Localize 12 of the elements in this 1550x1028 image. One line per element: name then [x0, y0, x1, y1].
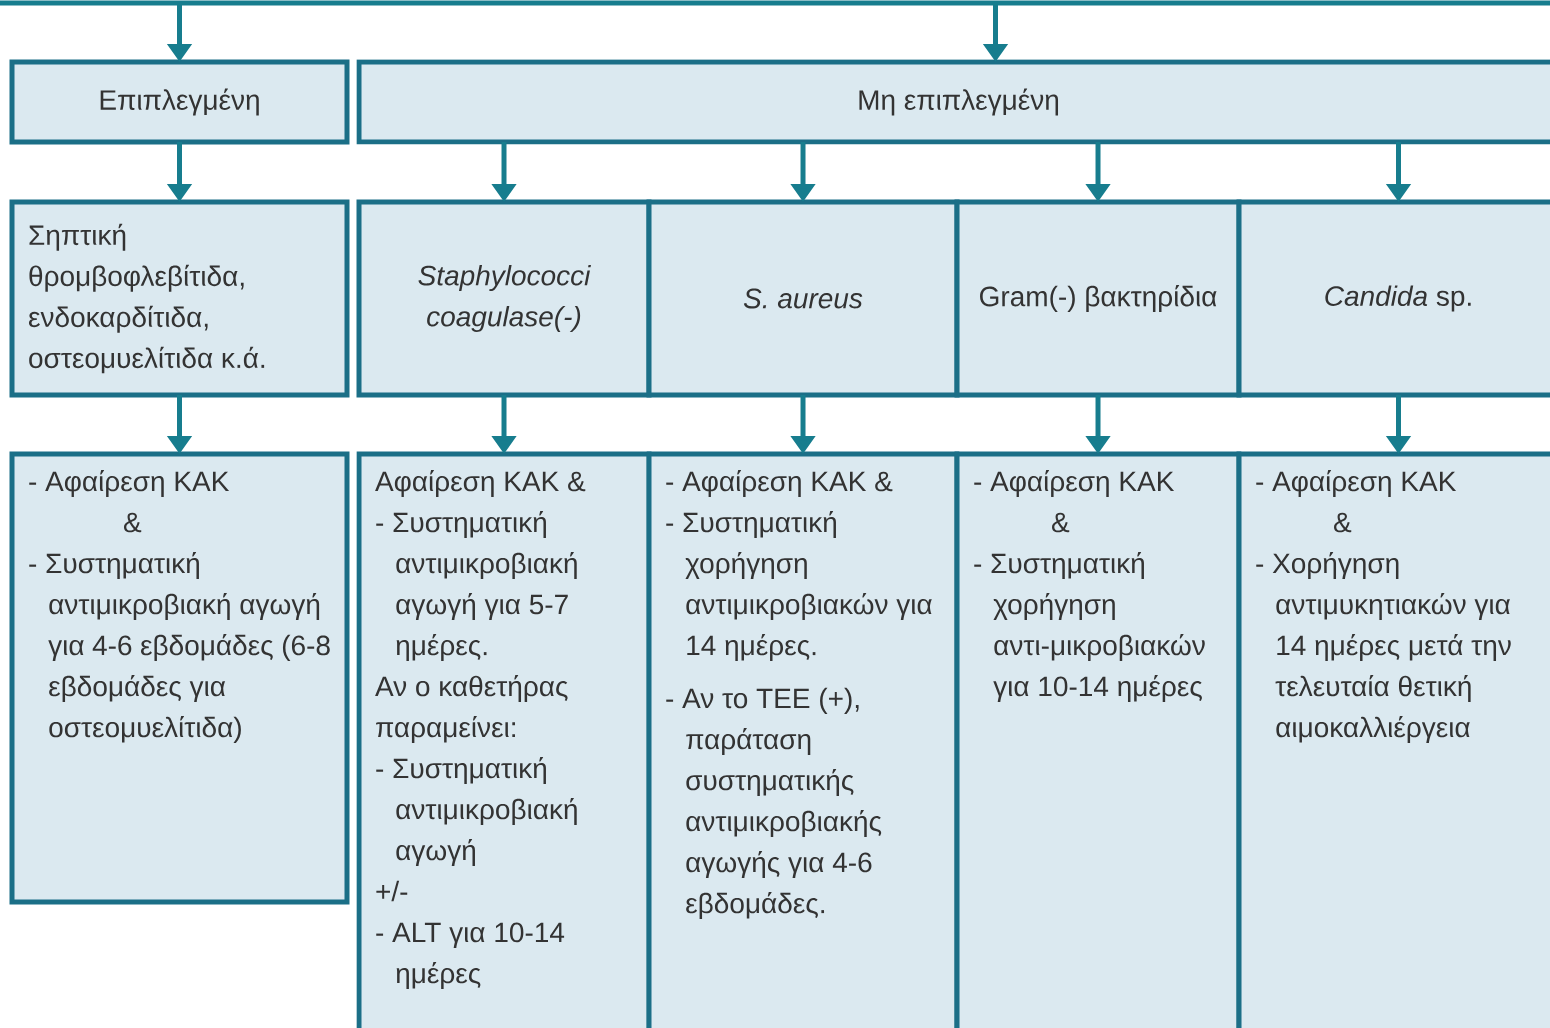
process-box: Staphylococci coagulase(-)	[356, 199, 652, 398]
process-box: S. aureus	[646, 199, 960, 398]
process-box: Gram(-) βακτηρίδια	[954, 199, 1242, 398]
process-box: - Αφαίρεση ΚΑΚ & - Συστηματική χορήγηση αντιμικροβιακών για 14 ημέρες. - Αν το TEE (+), παράταση συστηματικής αντιμικροβιακής αγωγής για 4-6 εβδομάδες.	[646, 451, 960, 1028]
process-box: - Αφαίρεση ΚΑΚ & - Χορήγηση αντιμυκητιακών για 14 ημέρες μετά την τελευταία θετική αιμοκαλλιέργεια	[1236, 451, 1550, 1028]
process-box: Αφαίρεση ΚΑΚ & - Συστηματική αντιμικροβιακή αγωγή για 5-7 ημέρες. Αν ο καθετήρας παραμείνει: - Συστηματική αντιμικροβιακή αγωγή +/- - ALT για 10-14 ημέρες	[356, 451, 652, 1028]
process-box: - Αφαίρεση ΚΑΚ & - Συστηματική χορήγηση αντι-μικροβιακών για 10-14 ημέρες	[954, 451, 1242, 1028]
process-box: - Αφαίρεση ΚΑΚ & - Συστηματική αντιμικροβιακή αγωγή για 4-6 εβδομάδες (6-8 εβδομάδες για οστεομυελίτιδα)	[9, 451, 350, 905]
process-box: Candida sp.	[1236, 199, 1550, 398]
process-box: Σηπτική θρομβοφλεβίτιδα, ενδοκαρδίτιδα, οστεομυελίτιδα κ.ά.	[9, 199, 350, 398]
process-box: Μη επιπλεγμένη	[356, 59, 1550, 145]
process-box: Επιπλεγμένη	[9, 59, 350, 145]
